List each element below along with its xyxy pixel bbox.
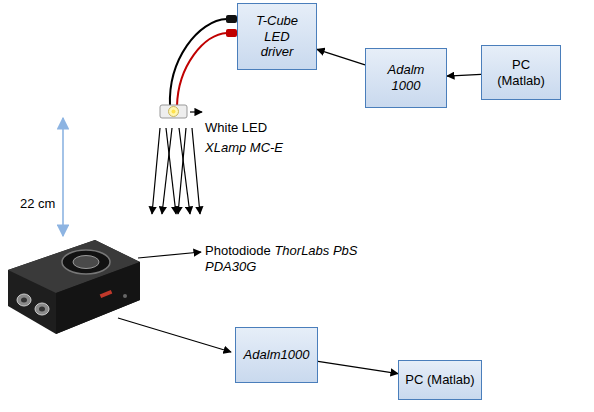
label-group: White LED: [205, 120, 267, 136]
leader-arrow: [138, 252, 201, 258]
aperture-ring: [62, 250, 110, 274]
aperture: [73, 256, 99, 269]
part-label: XLamp MC-E: [205, 140, 283, 155]
light-ray: [152, 128, 160, 214]
device-box: PC (Matlab): [398, 360, 482, 400]
photodiode-picture: [8, 240, 140, 334]
box-label: T-Cube LED driver: [251, 13, 303, 60]
led-die: [172, 110, 176, 114]
signal-arrow: [118, 318, 231, 352]
device-box: T-Cube LED driver: [237, 3, 317, 70]
device-box: Adalm 1000: [365, 48, 447, 108]
signal-arrow: [317, 49, 365, 64]
device-box: Adalm1000: [235, 327, 318, 383]
screw: [123, 294, 127, 298]
light-ray: [192, 128, 200, 214]
light-ray: [162, 128, 172, 214]
signal-arrow: [447, 74, 481, 76]
label-group: XLamp MC-E: [205, 140, 283, 156]
black-connector: [226, 15, 237, 23]
led-body: [160, 105, 187, 118]
bnc-connector: [17, 294, 31, 306]
signal-arrow: [318, 361, 398, 373]
part-label: Photodiode: [205, 243, 271, 258]
bnc-connector: [35, 303, 49, 315]
device-box: PC (Matlab): [481, 45, 561, 100]
light-ray: [179, 128, 190, 214]
photodiode-body: [8, 240, 140, 334]
part-label: White LED: [205, 120, 267, 135]
box-label: PC (Matlab): [405, 372, 474, 388]
label-group: 22 cm: [20, 196, 55, 212]
brand-mark: [100, 290, 113, 298]
bnc-pin: [21, 298, 27, 303]
leader-arrow: [190, 111, 202, 112]
distance-arrow: [62, 118, 64, 236]
red-connector: [226, 29, 237, 37]
box-label: PC (Matlab): [490, 57, 552, 88]
box-label: Adalm 1000: [380, 62, 432, 93]
black-wire: [170, 19, 227, 106]
light-rays: [152, 128, 200, 214]
part-label: 22 cm: [20, 196, 55, 211]
red-wire: [177, 33, 227, 106]
led-dome: [169, 107, 179, 117]
label-group: PhotodiodeThorLabs PbS PDA30G: [205, 243, 373, 276]
bnc-pin: [39, 307, 45, 312]
box-label: Adalm1000: [244, 347, 310, 363]
light-ray: [178, 128, 186, 214]
